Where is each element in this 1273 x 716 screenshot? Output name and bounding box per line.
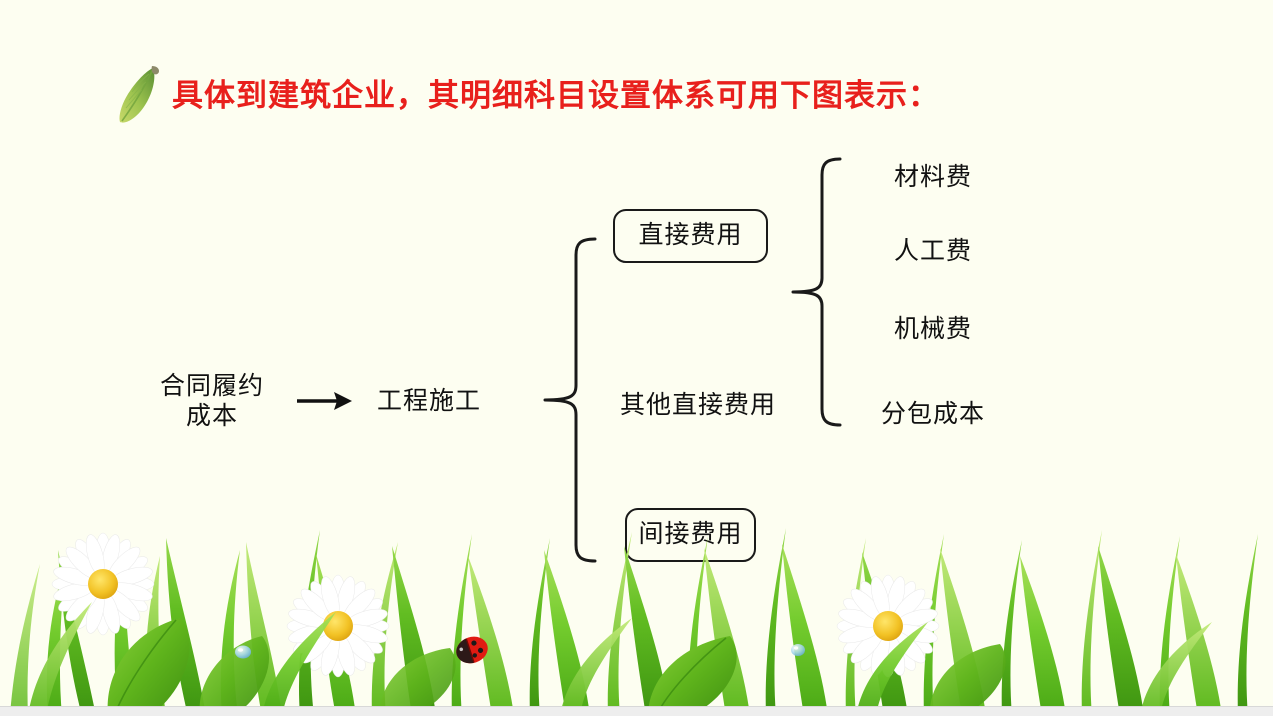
right-brace (791, 157, 842, 427)
ladybug-icon (456, 636, 488, 664)
broad-leaf-5 (379, 648, 456, 716)
node-indirect-cost[interactable]: 间接费用 (625, 508, 756, 562)
node-direct-cost[interactable]: 直接费用 (613, 209, 768, 263)
middle-brace (543, 237, 597, 563)
bottom-edge-strip (0, 706, 1273, 716)
node-subcontract-cost[interactable]: 分包成本 (880, 400, 985, 428)
node-labor-cost[interactable]: 人工费 (893, 237, 972, 265)
slide-title-row: 具体到建筑企业，其明细科目设置体系可用下图表示： (116, 62, 940, 128)
water-droplet-icon-2 (791, 644, 805, 656)
water-droplet-icon-1 (235, 645, 251, 659)
node-engineering-construction[interactable]: 工程施工 (376, 387, 481, 415)
grass-decoration (0, 520, 1273, 716)
daisy-icon-1 (51, 532, 155, 636)
arrow-icon (297, 392, 352, 410)
broad-leaf-2 (199, 636, 270, 716)
leaf-icon (116, 64, 162, 126)
broad-leaf-4 (929, 644, 1006, 716)
node-machinery-cost[interactable]: 机械费 (893, 315, 972, 343)
node-contract-performance-cost[interactable]: 合同履约 成本 (159, 372, 264, 431)
page-title: 具体到建筑企业，其明细科目设置体系可用下图表示： (172, 77, 940, 113)
node-other-direct-cost[interactable]: 其他直接费用 (619, 391, 776, 419)
node-material-cost[interactable]: 材料费 (893, 163, 972, 191)
